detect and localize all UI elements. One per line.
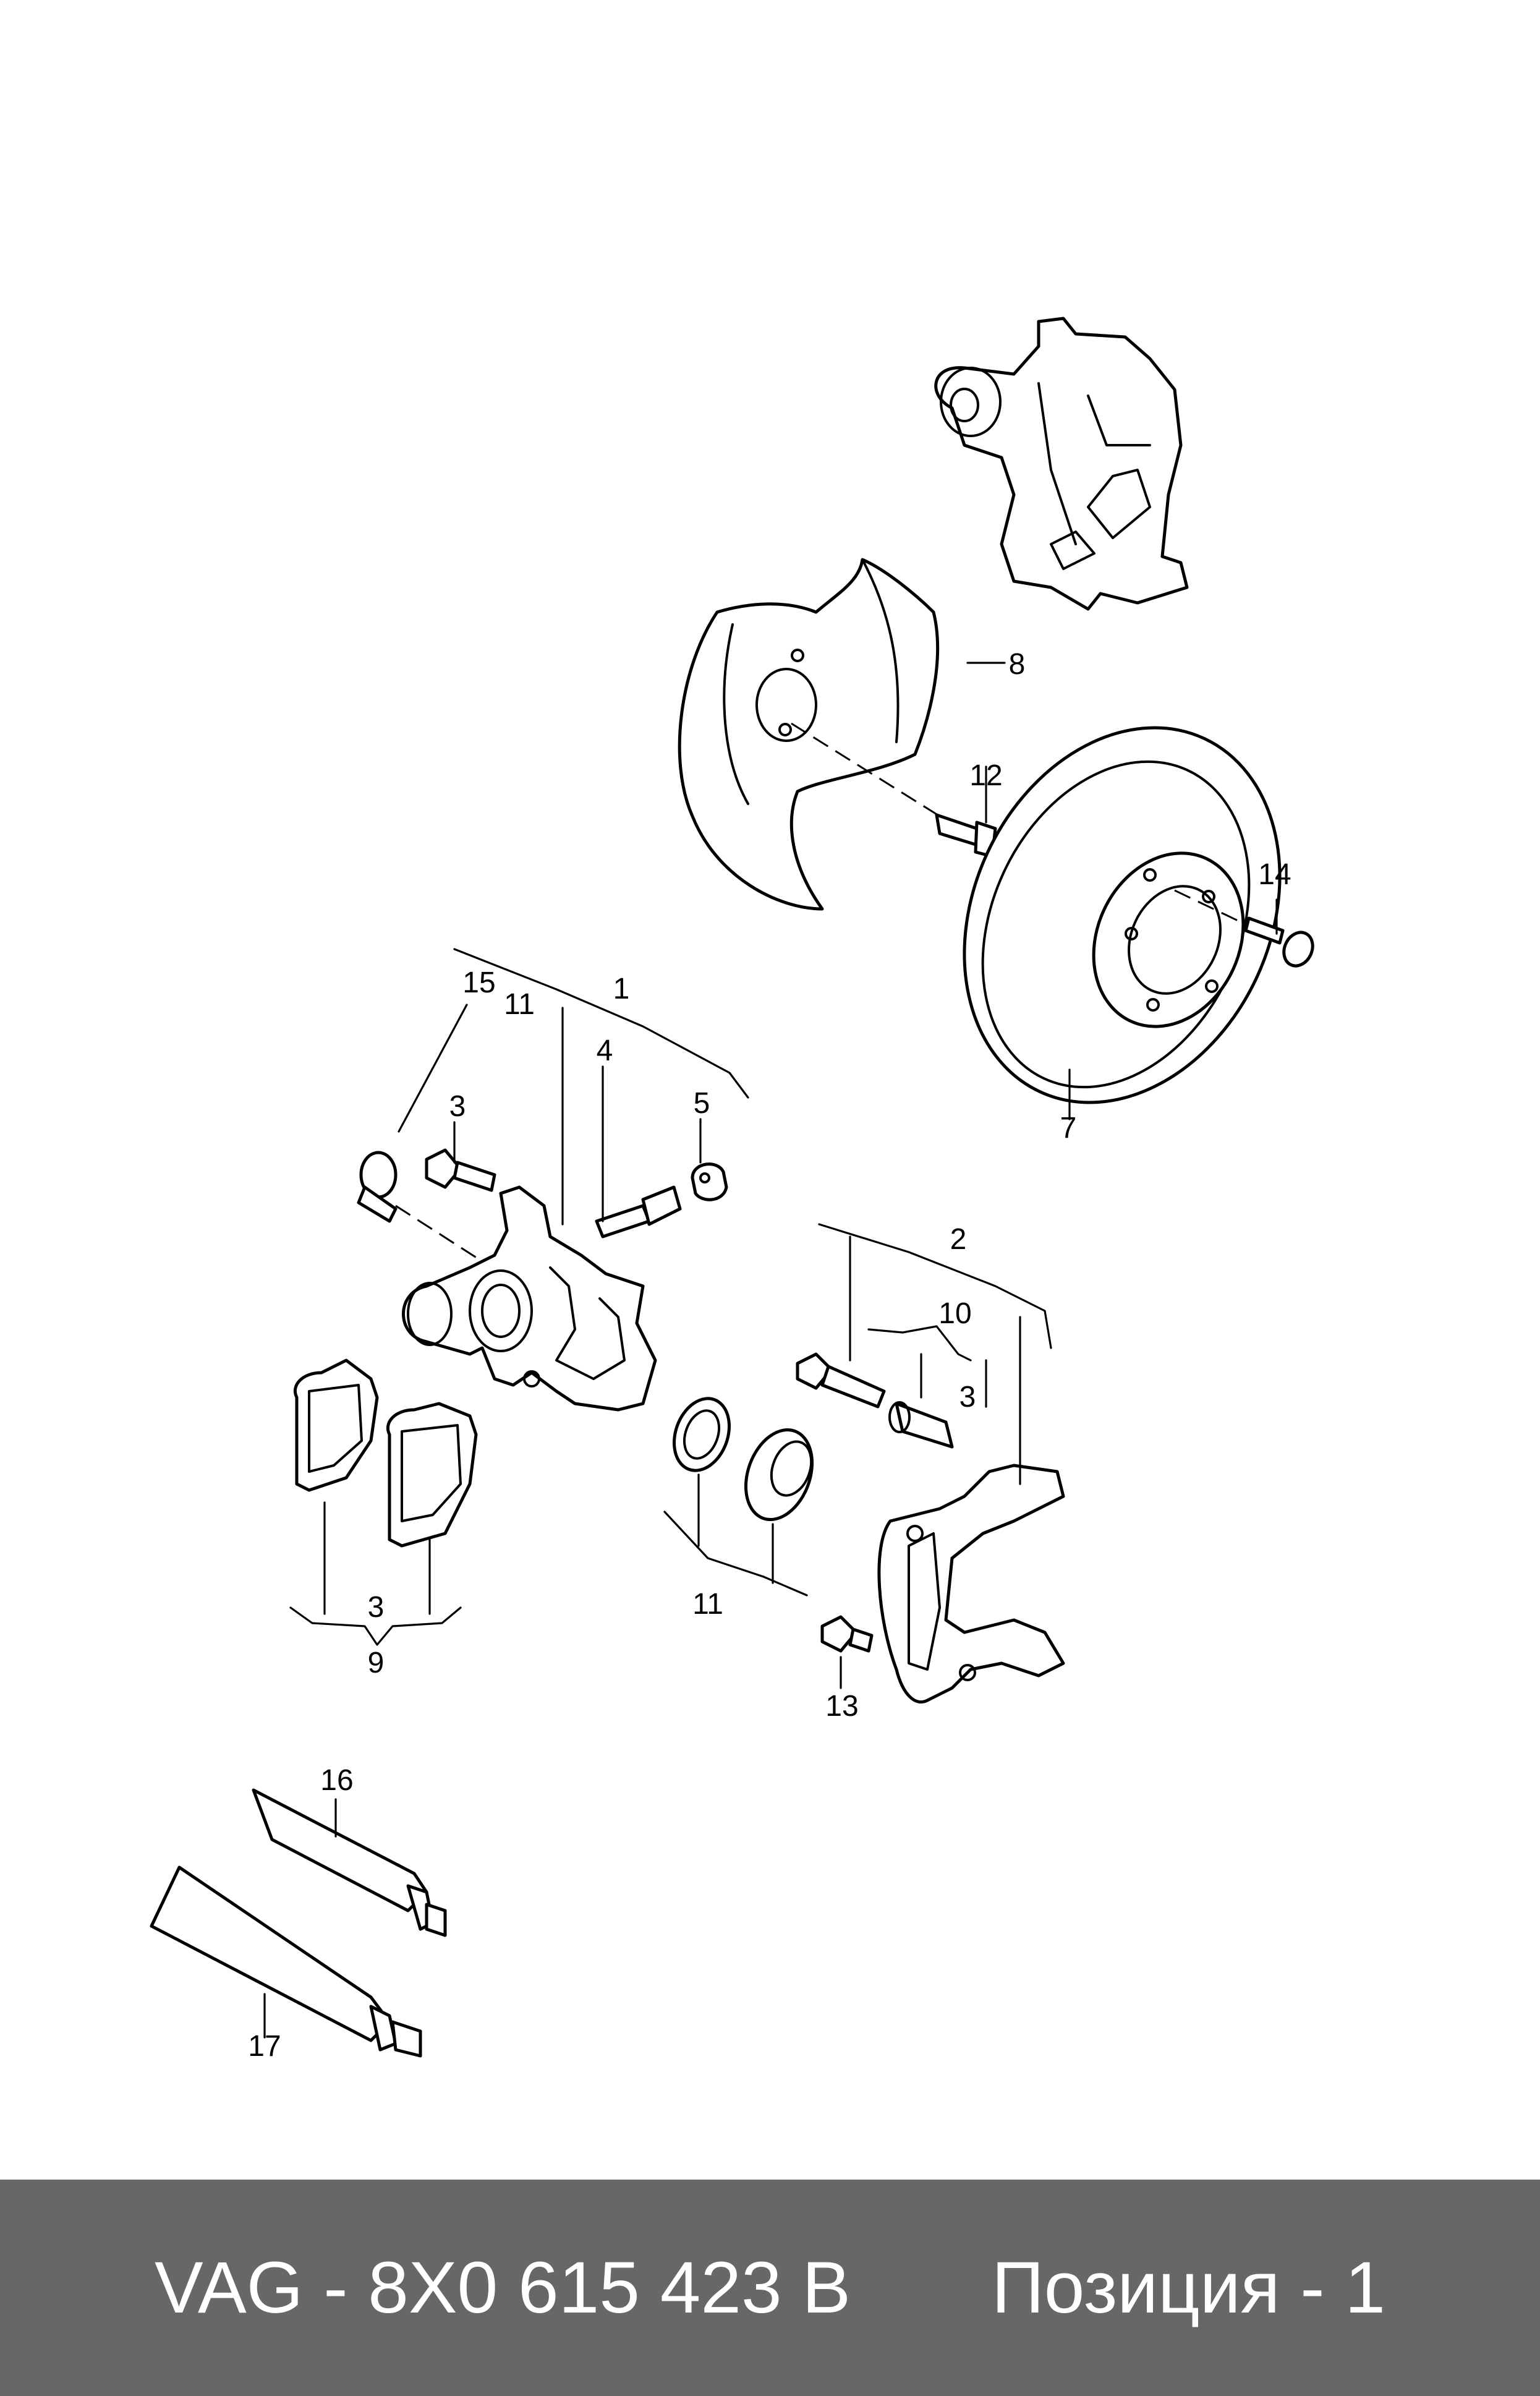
callout-17: 17 xyxy=(248,2030,281,2063)
exploded-parts-diagram: 1 2 3 3 3 4 5 7 8 9 10 11 11 12 13 14 15… xyxy=(150,317,1314,2063)
grease-tube-16-drawing xyxy=(252,1788,447,1937)
washer-15-drawing xyxy=(357,1151,398,1223)
part-info-footer: VAG - 8X0 615 423 B Позиция - 1 xyxy=(0,2180,1540,2396)
leader-lines xyxy=(263,662,1278,2039)
brake-caliper-drawing xyxy=(395,1185,657,1412)
splash-shield-drawing xyxy=(678,558,940,911)
brake-caliper-assembled-drawing xyxy=(934,317,1189,611)
callout-10: 10 xyxy=(938,1297,971,1330)
callout-2: 2 xyxy=(950,1223,967,1256)
brake-pad-right-drawing xyxy=(386,1402,478,1548)
brake-disc-drawing xyxy=(963,726,1282,1104)
callout-3-upper: 3 xyxy=(449,1090,466,1123)
part-number-label: VAG - 8X0 615 423 B xyxy=(155,2247,851,2329)
brake-pad-left-drawing xyxy=(294,1358,379,1492)
callout-4: 4 xyxy=(597,1034,613,1067)
callout-16: 16 xyxy=(320,1764,353,1797)
caliper-carrier-drawing xyxy=(877,1464,1065,1703)
callout-12: 12 xyxy=(969,759,1002,792)
callout-7: 7 xyxy=(1060,1112,1077,1145)
callout-3-bushing: 3 xyxy=(959,1381,976,1413)
dust-cap-5-drawing xyxy=(691,1162,728,1201)
bolt-3-upper-drawing xyxy=(425,1148,496,1192)
bolt-13-drawing xyxy=(820,1615,874,1653)
callout-labels: 1 2 3 3 3 4 5 7 8 9 10 11 11 12 13 14 15… xyxy=(248,648,1291,2063)
callout-9: 9 xyxy=(368,1647,385,1679)
callout-1: 1 xyxy=(613,973,630,1005)
callout-14: 14 xyxy=(1258,858,1291,891)
position-label: Позиция - 1 xyxy=(991,2247,1385,2329)
callout-13: 13 xyxy=(825,1690,858,1723)
grease-tube-17-drawing xyxy=(150,1865,422,2058)
dust-boot-drawing xyxy=(744,1428,814,1522)
callout-5: 5 xyxy=(694,1087,710,1120)
screw-14-drawing xyxy=(1174,889,1314,968)
guide-bushing-3-drawing xyxy=(888,1401,954,1449)
callout-11-lower: 11 xyxy=(692,1588,723,1621)
bleeder-valve-4-drawing xyxy=(595,1185,682,1239)
callout-8: 8 xyxy=(1009,648,1026,681)
guide-pin-10-drawing xyxy=(796,1352,886,1409)
callout-11-upper: 11 xyxy=(504,988,535,1021)
seal-ring-drawing xyxy=(673,1397,731,1472)
callout-15: 15 xyxy=(462,966,495,999)
callout-3-pads: 3 xyxy=(368,1591,385,1624)
